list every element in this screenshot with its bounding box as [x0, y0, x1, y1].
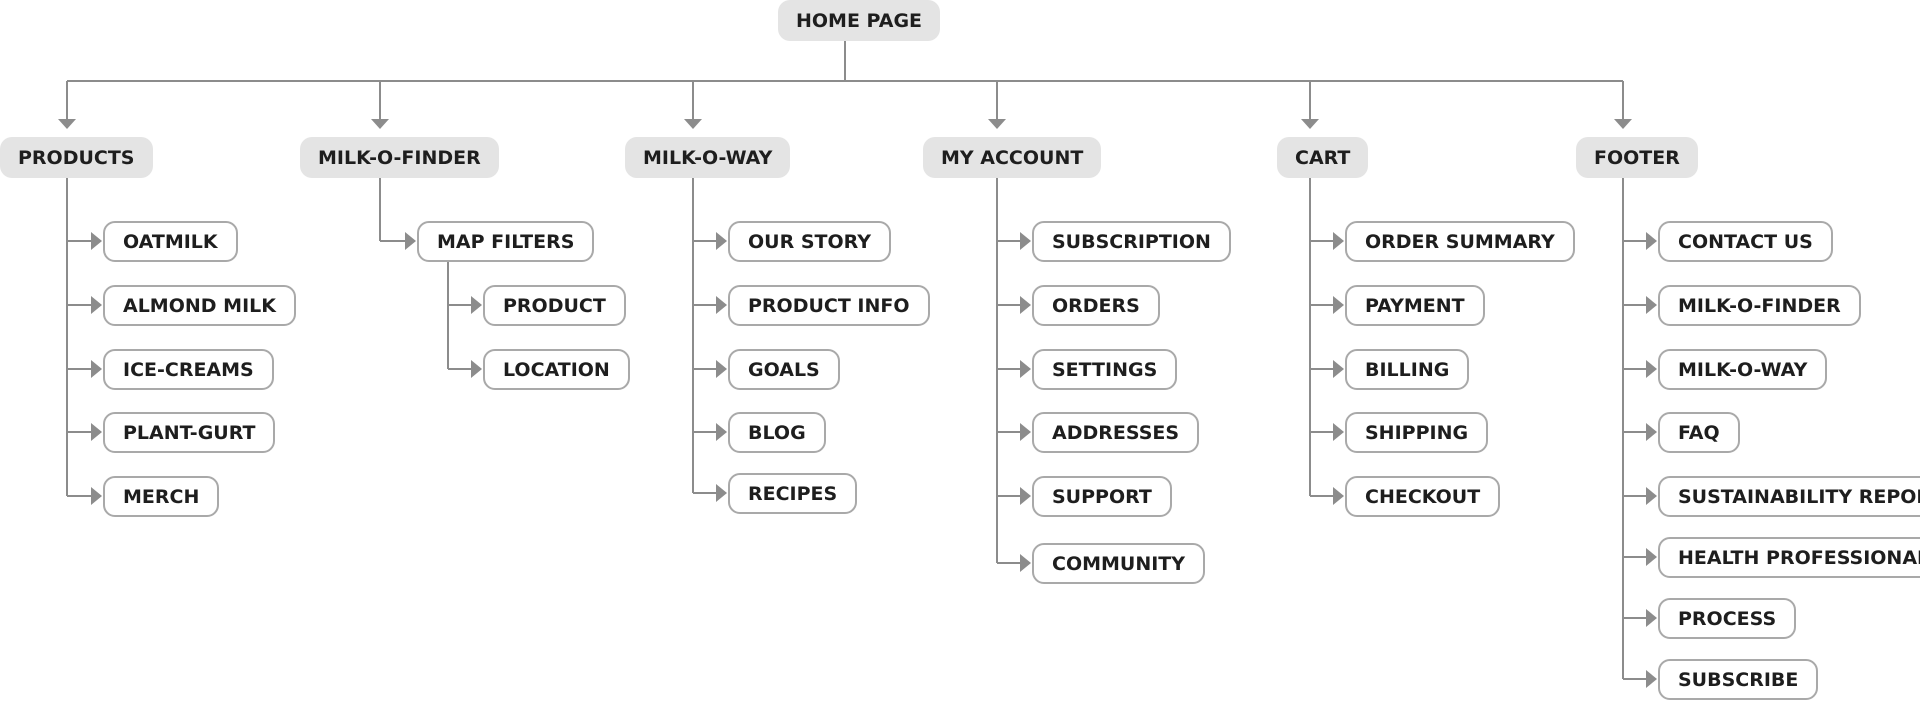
arrow-right-icon: [716, 360, 727, 378]
node-community[interactable]: COMMUNITY: [1032, 543, 1206, 584]
section-milk-o-way[interactable]: MILK-O-WAY: [625, 137, 791, 178]
arrow-right-icon: [1020, 487, 1031, 505]
arrow-right-icon: [1020, 296, 1031, 314]
arrow-right-icon: [1646, 232, 1657, 250]
arrow-right-icon: [1646, 670, 1657, 688]
node-home-page[interactable]: HOME PAGE: [778, 0, 941, 41]
section-milk-o-finder[interactable]: MILK-O-FINDER: [300, 137, 499, 178]
arrow-right-icon: [91, 423, 102, 441]
arrow-right-icon: [1020, 423, 1031, 441]
node-health-professionals[interactable]: HEALTH PROFESSIONALS: [1658, 537, 1920, 578]
node-contact-us[interactable]: CONTACT US: [1658, 221, 1833, 262]
node-product-info[interactable]: PRODUCT INFO: [728, 285, 930, 326]
arrow-right-icon: [1333, 232, 1344, 250]
arrow-down-icon: [371, 119, 389, 129]
arrow-right-icon: [716, 484, 727, 502]
node-almond-milk[interactable]: ALMOND MILK: [103, 285, 296, 326]
arrow-right-icon: [471, 360, 482, 378]
node-ice-creams[interactable]: ICE-CREAMS: [103, 349, 274, 390]
node-plant-gurt[interactable]: PLANT-GURT: [103, 412, 276, 453]
arrow-right-icon: [91, 232, 102, 250]
arrow-right-icon: [1646, 548, 1657, 566]
arrow-right-icon: [1333, 487, 1344, 505]
node-sustainability-report[interactable]: SUSTAINABILITY REPORT: [1658, 476, 1920, 517]
arrow-right-icon: [405, 232, 416, 250]
arrow-right-icon: [1333, 360, 1344, 378]
node-payment[interactable]: PAYMENT: [1345, 285, 1485, 326]
node-goals[interactable]: GOALS: [728, 349, 840, 390]
arrow-right-icon: [716, 232, 727, 250]
node-support[interactable]: SUPPORT: [1032, 476, 1172, 517]
node-process[interactable]: PROCESS: [1658, 598, 1797, 639]
section-cart[interactable]: CART: [1277, 137, 1369, 178]
arrow-right-icon: [1646, 296, 1657, 314]
arrow-right-icon: [471, 296, 482, 314]
node-map-filters[interactable]: MAP FILTERS: [417, 221, 595, 262]
section-footer[interactable]: FOOTER: [1576, 137, 1698, 178]
arrow-right-icon: [1020, 360, 1031, 378]
node-location[interactable]: LOCATION: [483, 349, 630, 390]
node-product[interactable]: PRODUCT: [483, 285, 626, 326]
node-order-summary[interactable]: ORDER SUMMARY: [1345, 221, 1575, 262]
node-orders[interactable]: ORDERS: [1032, 285, 1160, 326]
arrow-down-icon: [58, 119, 76, 129]
arrow-right-icon: [1646, 487, 1657, 505]
node-checkout[interactable]: CHECKOUT: [1345, 476, 1501, 517]
arrow-right-icon: [91, 360, 102, 378]
node-shipping[interactable]: SHIPPING: [1345, 412, 1489, 453]
arrow-right-icon: [91, 296, 102, 314]
node-recipes[interactable]: RECIPES: [728, 473, 858, 514]
node-oatmilk[interactable]: OATMILK: [103, 221, 238, 262]
node-settings[interactable]: SETTINGS: [1032, 349, 1178, 390]
node-subscription[interactable]: SUBSCRIPTION: [1032, 221, 1231, 262]
section-products[interactable]: PRODUCTS: [0, 137, 153, 178]
node-subscribe[interactable]: SUBSCRIBE: [1658, 659, 1819, 700]
arrow-down-icon: [1614, 119, 1632, 129]
node-billing[interactable]: BILLING: [1345, 349, 1470, 390]
node-merch[interactable]: MERCH: [103, 476, 220, 517]
arrow-right-icon: [716, 296, 727, 314]
arrow-right-icon: [1646, 609, 1657, 627]
node-addresses[interactable]: ADDRESSES: [1032, 412, 1200, 453]
arrow-down-icon: [988, 119, 1006, 129]
arrow-right-icon: [716, 423, 727, 441]
node-our-story[interactable]: OUR STORY: [728, 221, 891, 262]
arrow-right-icon: [1646, 360, 1657, 378]
arrow-right-icon: [91, 487, 102, 505]
arrow-right-icon: [1333, 296, 1344, 314]
arrow-right-icon: [1333, 423, 1344, 441]
arrow-right-icon: [1020, 232, 1031, 250]
section-my-account[interactable]: MY ACCOUNT: [923, 137, 1102, 178]
arrow-down-icon: [1301, 119, 1319, 129]
arrow-right-icon: [1646, 423, 1657, 441]
node-faq[interactable]: FAQ: [1658, 412, 1740, 453]
node-footer-milk-o-finder[interactable]: MILK-O-FINDER: [1658, 285, 1861, 326]
arrow-right-icon: [1020, 554, 1031, 572]
node-footer-milk-o-way[interactable]: MILK-O-WAY: [1658, 349, 1828, 390]
node-blog[interactable]: BLOG: [728, 412, 826, 453]
arrow-down-icon: [684, 119, 702, 129]
